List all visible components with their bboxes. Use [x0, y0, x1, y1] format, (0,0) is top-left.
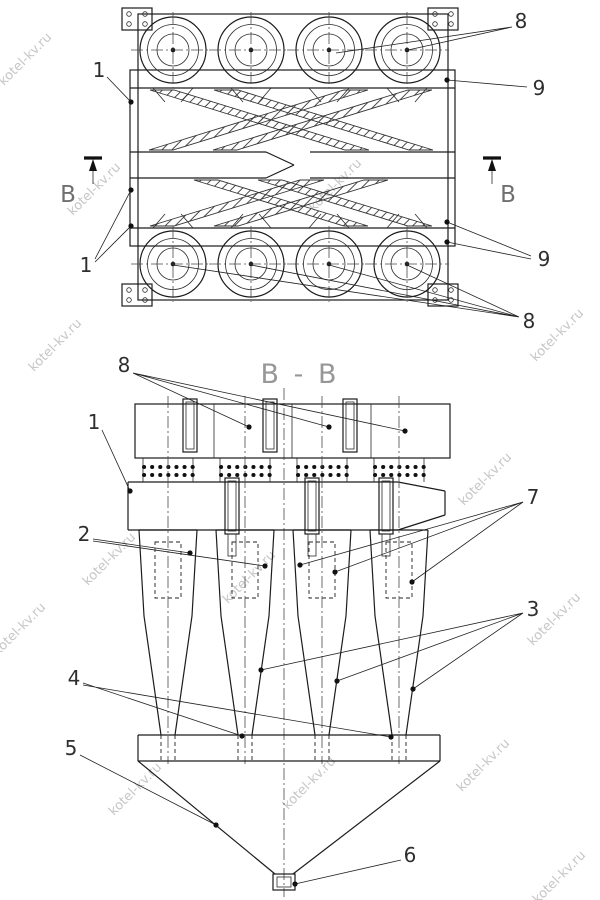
label-1-bottom: 1	[80, 253, 93, 277]
cyclone-lid-top-row	[131, 12, 449, 88]
cyclone-body-2	[215, 396, 275, 764]
cyclone-body-1	[138, 396, 198, 764]
section-title: В - В	[261, 359, 340, 390]
label-9-bottom: 9	[538, 247, 551, 271]
watermark: kotel-kv.ru	[106, 760, 165, 819]
watermark: kotel-kv.ru	[0, 600, 49, 659]
watermark: kotel-kv.ru	[0, 30, 55, 89]
label-8-bottom: 8	[523, 309, 536, 333]
label-6-section: 6	[404, 843, 417, 867]
label-8-section: 8	[118, 353, 131, 377]
corner-plate-bottom-left	[121, 283, 153, 307]
label-1-section: 1	[88, 410, 101, 434]
outlet-header-box	[134, 398, 451, 459]
label-5-section: 5	[65, 736, 78, 760]
inlet-chutes-hatched	[148, 87, 434, 229]
watermark: kotel-kv.ru	[528, 306, 587, 365]
section-view: В - В	[65, 353, 540, 897]
corner-plate-top-left	[121, 7, 153, 31]
flange-bolt-rows	[142, 458, 427, 482]
watermark: kotel-kv.ru	[456, 450, 515, 509]
label-8-top: 8	[515, 9, 528, 33]
inlet-header-box	[127, 477, 446, 557]
section-arrow-right	[483, 156, 501, 184]
watermark: kotel-kv.ru	[280, 754, 339, 813]
casing-outline	[129, 13, 456, 301]
label-7-section: 7	[527, 485, 540, 509]
label-9-top: 9	[533, 76, 546, 100]
watermark-layer: kotel-kv.ru kotel-kv.ru kotel-kv.ru kote…	[0, 30, 589, 900]
section-leaders	[79, 372, 524, 887]
section-mark-left: В	[60, 182, 76, 208]
plan-leaders	[94, 26, 532, 318]
watermark: kotel-kv.ru	[26, 316, 85, 375]
label-2-section: 2	[78, 522, 91, 546]
corner-plate-bottom-right	[427, 283, 459, 307]
section-arrow-left	[84, 156, 102, 184]
label-3-section: 3	[527, 597, 540, 621]
label-4-section: 4	[68, 666, 81, 690]
central-duct	[130, 151, 455, 179]
watermark: kotel-kv.ru	[530, 848, 589, 900]
corner-plate-top-right	[427, 7, 459, 31]
cyclone-body-3	[292, 396, 352, 764]
section-mark-right: В	[500, 182, 516, 208]
label-1-left: 1	[93, 58, 106, 82]
top-view: В В 8 9 1 1 9 8	[60, 7, 551, 333]
cyclone-body-4	[369, 396, 429, 764]
watermark: kotel-kv.ru	[454, 736, 513, 795]
cyclone-lid-bottom-row	[131, 226, 449, 302]
